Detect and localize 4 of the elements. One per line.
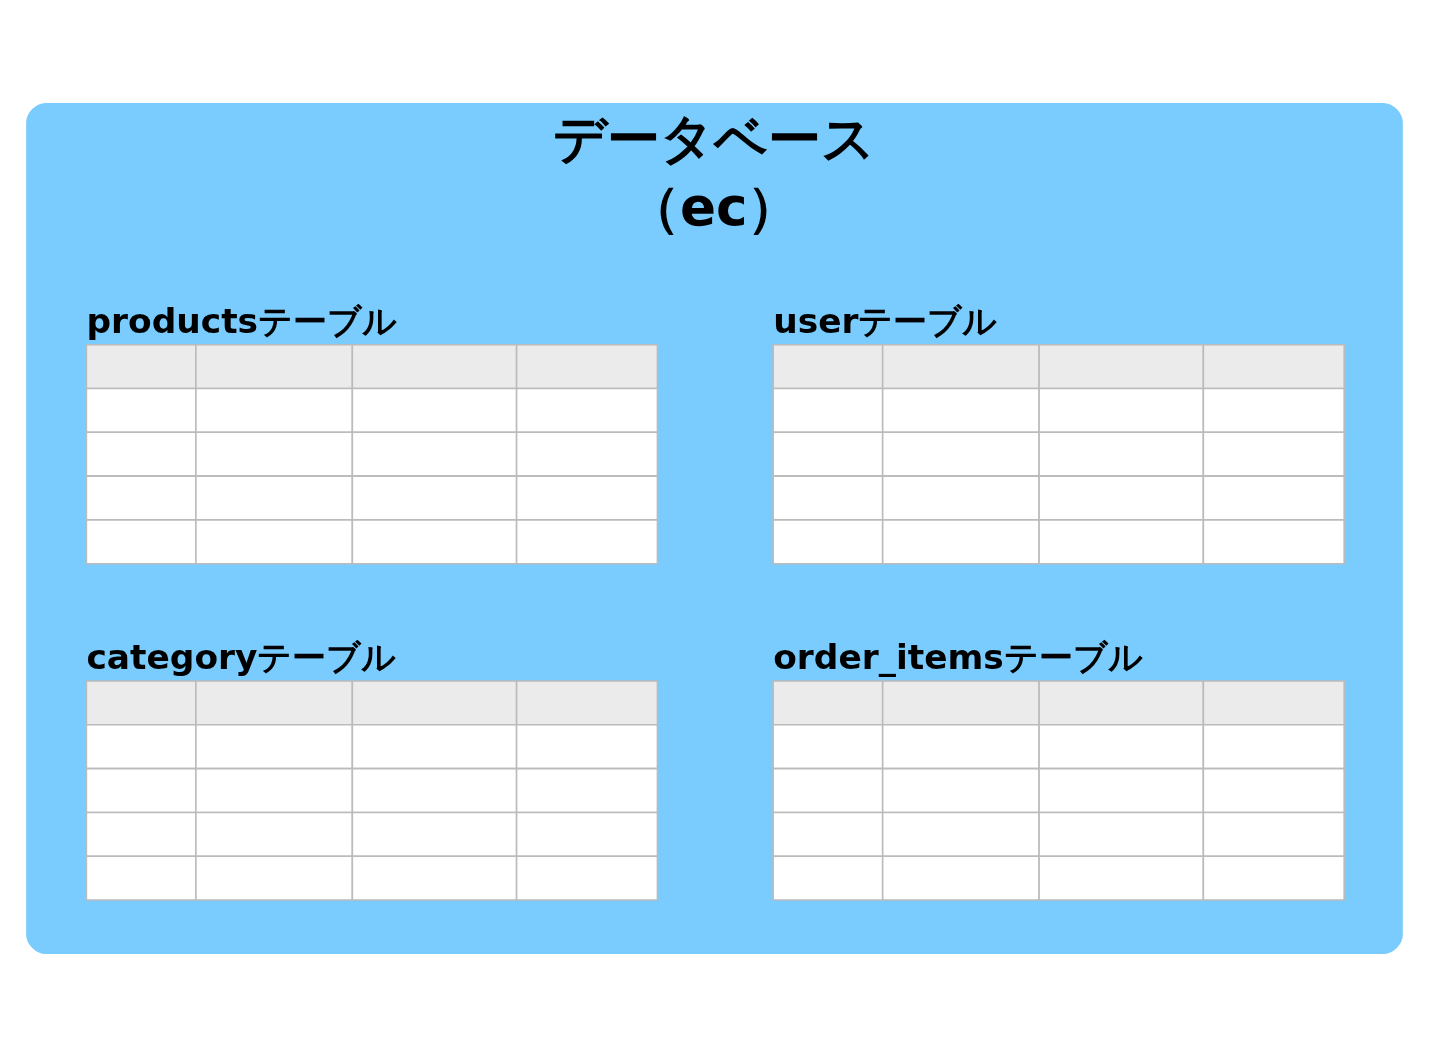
node-label: userテーブル <box>773 300 998 341</box>
node-label: productsテーブル <box>86 300 398 341</box>
node-label: categoryテーブル <box>86 636 397 677</box>
node-label: order_itemsテーブル <box>773 636 1143 677</box>
